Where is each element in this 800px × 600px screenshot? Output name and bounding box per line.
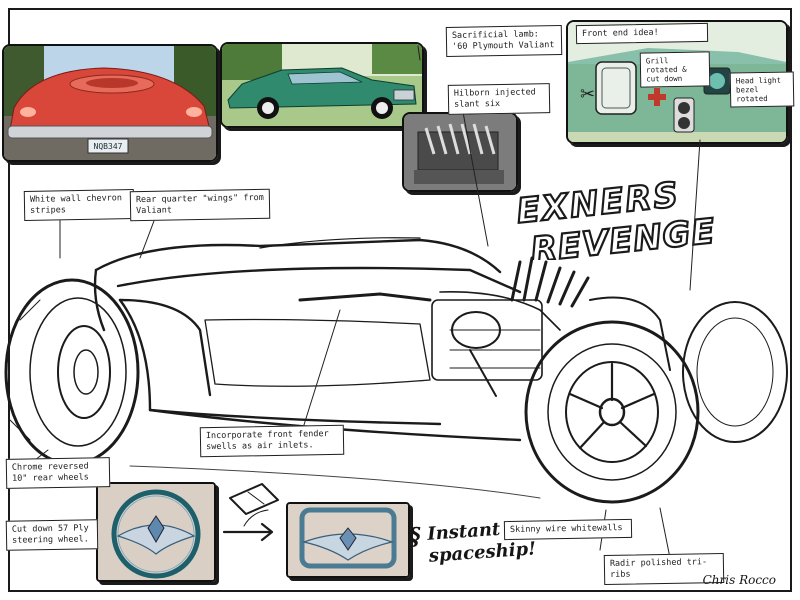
signature-text: Chris Rocco [702, 573, 776, 587]
label-front-end-idea: Front end idea! [575, 22, 709, 45]
license-plate-text: NQB347 [94, 142, 123, 151]
label-hilborn-slant-six: Hilborn injected slant six [447, 83, 551, 115]
steering-wheel-illustration [98, 484, 214, 580]
quotation-mark-icon: § [408, 522, 421, 551]
bracket-sketch [229, 483, 279, 515]
photo-slant-six-engine [402, 112, 518, 192]
instant-spaceship-text: Instant spaceship! [426, 518, 537, 567]
title-exners-revenge: EXNERS REVENGE [514, 176, 719, 260]
engine-sketch [431, 256, 590, 397]
label-grill-rotated: Grill rotated & cut down [639, 51, 711, 88]
photo-chrome-horn-ring [286, 502, 410, 578]
label-chrome-reversed: Chrome reversed 10" rear wheels [5, 457, 111, 489]
scissors-icon: ✂ [580, 84, 595, 105]
engine-illustration [404, 114, 516, 190]
page-frame [8, 8, 792, 592]
label-white-wall-chevron: White wall chevron stripes [23, 189, 135, 221]
photo-steering-wheel [96, 482, 216, 582]
photo-red-valiant-rear: NQB347 [2, 44, 218, 162]
photo-green-valiant-side [220, 42, 424, 128]
green-car-illustration [222, 44, 422, 126]
car-body-sketch [93, 237, 561, 442]
label-cut-down-steering: Cut down 57 Ply steering wheel. [5, 519, 99, 551]
label-sacrificial-lamb: Sacrificial lamb: '60 Plymouth Valiant [445, 24, 563, 58]
signature: Chris Rocco [703, 569, 776, 588]
horn-ring-illustration [288, 504, 408, 576]
label-rear-quarter-wings: Rear quarter "wings" from Valiant [129, 188, 271, 222]
rear-wheel-sketch [4, 278, 140, 466]
front-grill-sketch [589, 296, 788, 443]
arrow-icon [222, 509, 274, 542]
label-headlight-bezel: Head light bezel rotated [729, 71, 795, 108]
label-incorporate-fender: Incorporate front fender swells as air i… [199, 424, 345, 458]
front-wheel-sketch [524, 320, 700, 504]
red-car-illustration: NQB347 [4, 46, 216, 160]
